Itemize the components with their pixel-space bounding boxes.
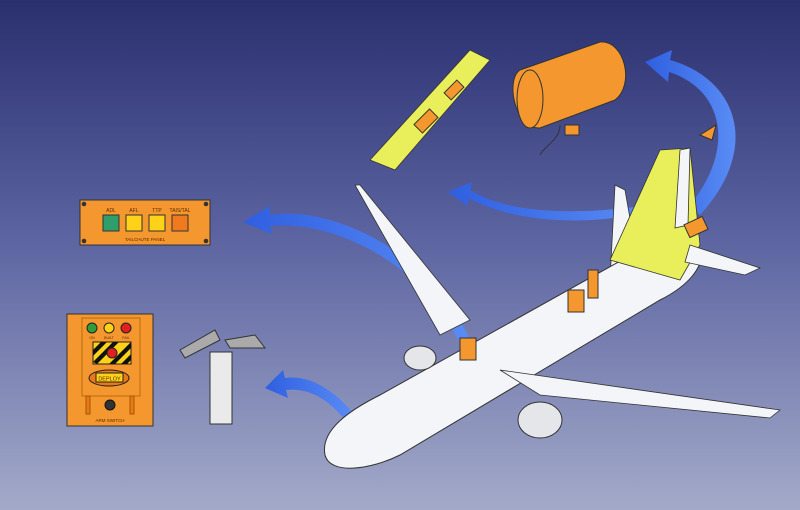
tailchute-button-label: TAIS/TAL <box>170 208 191 214</box>
arrow-to-tailchute-panel <box>243 206 470 340</box>
tailchute-buttons: ADL AFL TTP TAIS/TAL TAILCHUTE PANEL <box>68 201 209 425</box>
indicator-light <box>103 322 115 334</box>
screw-icon <box>81 238 87 244</box>
tailchute-panel: ADL AFL TTP TAIS/TAL TAILCHUTE PANEL <box>68 199 211 425</box>
arm-switch-label: ARM SWITCH <box>96 418 125 423</box>
aircraft <box>324 123 781 469</box>
screw-icon <box>203 201 209 207</box>
tailchute-button-label: TTP <box>152 208 162 214</box>
chute-canister-illustration <box>512 41 627 156</box>
indicator-light-label: ON <box>89 336 95 340</box>
arrow-to-mechanism <box>448 182 650 221</box>
tailchute-panel-title: TAILCHUTE PANEL <box>125 237 166 242</box>
indicator-light-label: FAIL <box>122 336 129 340</box>
screw-icon <box>203 238 209 244</box>
arm-switch-panel: DEPLOY ARM SWITCH ON BUILT FAIL <box>66 313 154 427</box>
tailchute-button-label: AFL <box>129 208 138 214</box>
screw-icon <box>81 201 87 207</box>
control-linkage-illustration <box>179 329 267 425</box>
arm-lights: ON BUILT FAIL <box>86 322 132 340</box>
chute-mechanism-illustration <box>369 49 491 171</box>
indicator-light-label: BUILT <box>104 336 115 340</box>
tailchute-button <box>171 214 189 232</box>
indicator-light <box>86 322 98 334</box>
arrow-to-arm-panel <box>265 370 355 420</box>
tailchute-button <box>125 214 143 232</box>
arm-toggle-switch <box>104 399 116 411</box>
arrow-to-chute-canister <box>645 50 736 215</box>
tailchute-button-label: ADL <box>106 208 116 214</box>
deploy-label: DEPLOY <box>98 377 121 383</box>
tailchute-button <box>148 214 166 232</box>
tailchute-button <box>102 214 120 232</box>
indicator-light <box>120 322 132 334</box>
